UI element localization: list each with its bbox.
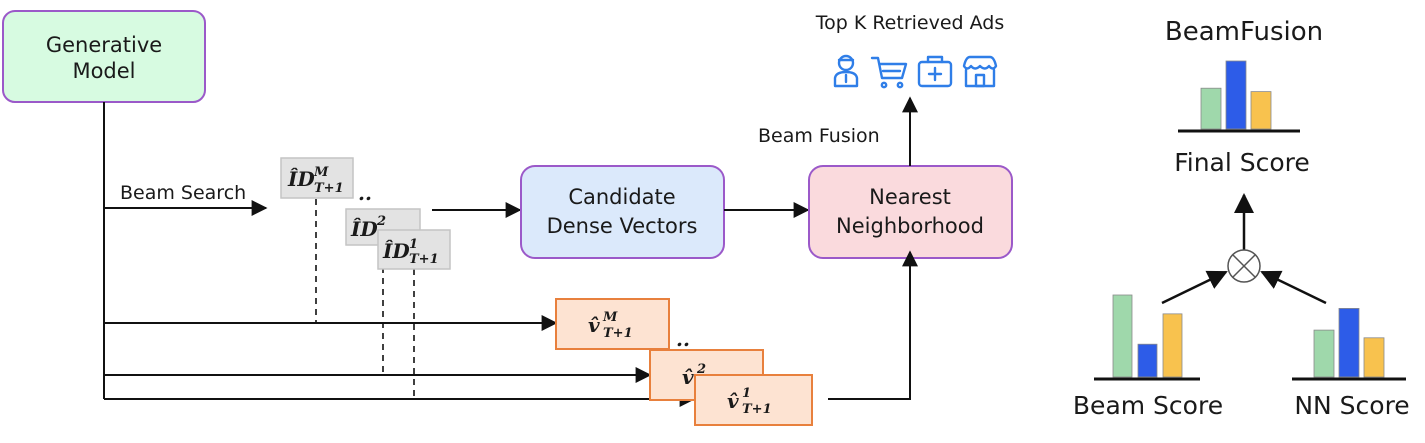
vector-token-m: v̂ M T+1 — [555, 298, 670, 350]
generative-model-label-1: Generative — [46, 33, 162, 57]
nn-score-bars — [1313, 307, 1385, 378]
candidate-label-1: Candidate — [568, 185, 675, 209]
medical-kit-icon — [917, 55, 953, 88]
nn-bar-yellow — [1363, 337, 1385, 378]
vectors-to-nn-arrow — [828, 250, 918, 400]
ads-icons — [833, 54, 998, 89]
nn-bar-green — [1313, 329, 1335, 378]
id-token-m-base: ÎD — [287, 167, 315, 191]
beam-bar-blue — [1137, 343, 1158, 378]
vector-2-sup: 2 — [696, 362, 706, 377]
beam-fusion-label: Beam Fusion — [758, 125, 880, 147]
beam-to-fusion-arrow — [1161, 270, 1228, 305]
generative-model-node: Generative Model — [2, 10, 206, 103]
nn-label-2: Neighborhood — [836, 214, 984, 238]
final-score-label: Final Score — [1174, 148, 1310, 177]
beam-search-label: Beam Search — [120, 182, 246, 204]
vector-1-sub: T+1 — [742, 402, 772, 417]
final-bar-yellow — [1250, 91, 1272, 130]
beam-bar-yellow — [1162, 313, 1183, 378]
id-token-1-sub: T+1 — [409, 252, 439, 267]
nn-to-fusion-arrow — [1260, 270, 1327, 305]
generative-model-outputs — [103, 102, 696, 407]
id-token-1-sup: 1 — [409, 237, 418, 252]
id-token-m: ÎD M T+1 — [280, 157, 354, 199]
vector-m-sub: T+1 — [603, 326, 633, 341]
beam-bar-green — [1112, 294, 1133, 378]
multiply-operator-icon — [1227, 249, 1261, 283]
final-bar-green — [1200, 87, 1222, 130]
candidate-label-2: Dense Vectors — [547, 214, 698, 238]
dashed-connectors — [315, 199, 415, 399]
vector-ellipsis: .. — [676, 327, 690, 351]
nn-label-1: Nearest — [869, 185, 951, 209]
id-token-m-sup: M — [313, 165, 329, 180]
person-icon — [833, 54, 859, 88]
vector-1-sup: 1 — [742, 386, 751, 401]
vector-2-base: v̂ — [682, 365, 694, 389]
generative-model-label-2: Model — [72, 59, 135, 83]
final-bar-blue — [1225, 60, 1247, 130]
beam-score-bars — [1112, 294, 1183, 378]
candidate-dense-vectors-node: Candidate Dense Vectors — [520, 165, 725, 259]
id-token-2-sup: 2 — [376, 214, 386, 229]
nearest-neighborhood-node: Nearest Neighborhood — [808, 165, 1013, 259]
beamfusion-title: BeamFusion — [1165, 17, 1323, 47]
ads-title: Top K Retrieved Ads — [815, 12, 1005, 34]
id-token-m-sub: T+1 — [314, 181, 344, 196]
nn-score-label: NN Score — [1294, 391, 1409, 420]
vector-1-base: v̂ — [727, 389, 739, 413]
id-token-1-base: ÎD — [382, 239, 410, 263]
store-icon — [962, 55, 998, 88]
vector-token-1: v̂ 1 T+1 — [694, 374, 813, 426]
nn-bar-blue — [1338, 307, 1360, 378]
cart-icon — [870, 56, 908, 89]
final-score-bars — [1200, 60, 1272, 130]
id-token-2-base: ÎD — [350, 217, 378, 241]
id-token-1: ÎD 1 T+1 — [377, 229, 451, 270]
beam-score-label: Beam Score — [1073, 391, 1223, 420]
vector-m-base: v̂ — [588, 313, 600, 337]
vector-m-sup: M — [602, 310, 618, 325]
id-ellipsis: .. — [358, 181, 372, 205]
